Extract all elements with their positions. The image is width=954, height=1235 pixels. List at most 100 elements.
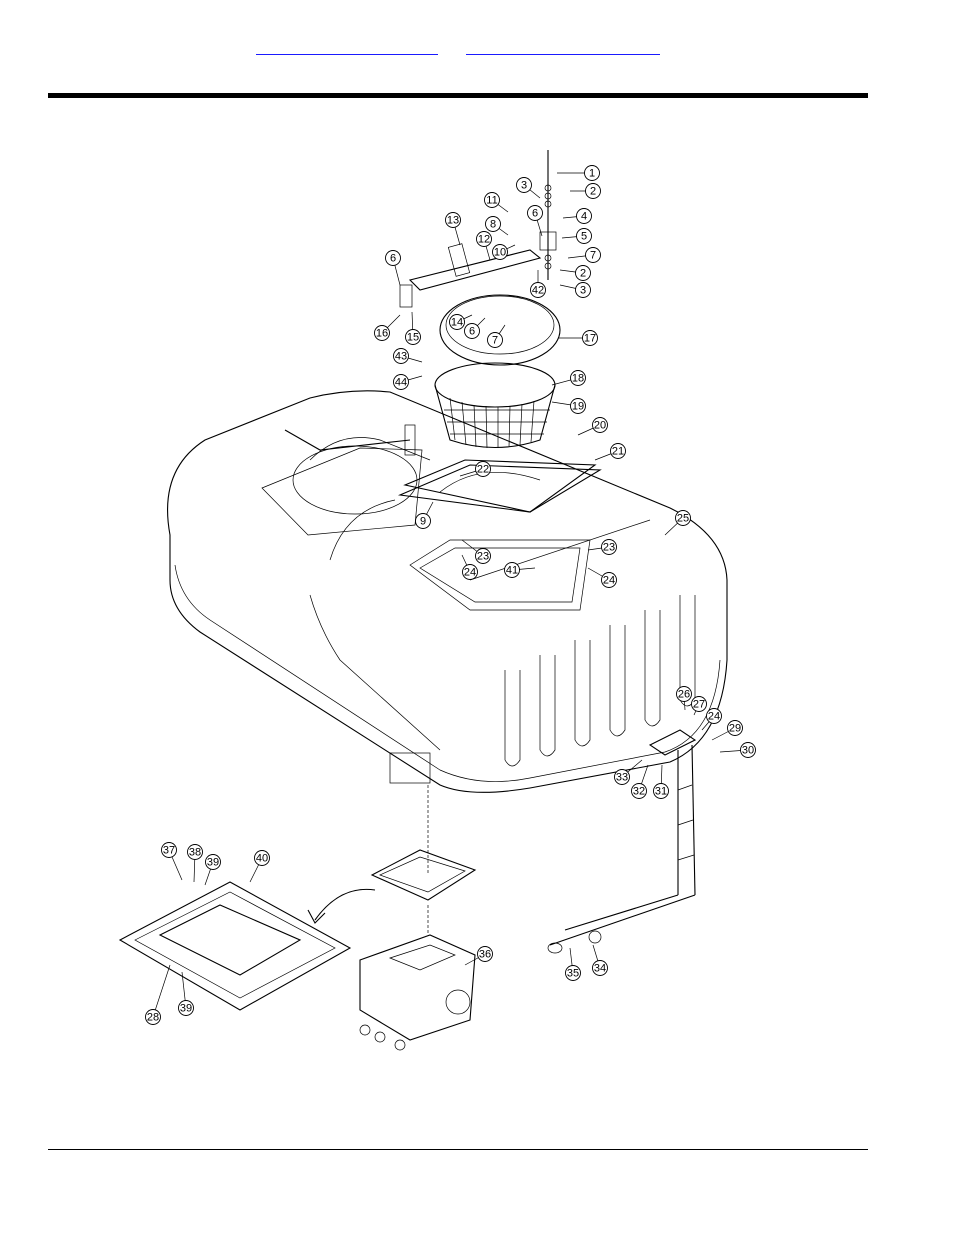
callout-24: 24 xyxy=(462,555,478,580)
callout-42: 42 xyxy=(531,270,546,298)
callout-2: 2 xyxy=(570,184,601,199)
callout-16: 16 xyxy=(375,315,401,341)
header-link-2[interactable] xyxy=(466,40,660,55)
callout-35: 35 xyxy=(566,948,581,981)
callout-7: 7 xyxy=(488,325,506,348)
callout-number: 38 xyxy=(189,847,201,859)
callout-number: 24 xyxy=(708,711,720,723)
callout-number: 32 xyxy=(633,786,645,798)
callout-number: 33 xyxy=(616,772,628,784)
callout-number: 20 xyxy=(594,420,606,432)
callout-4: 4 xyxy=(563,209,592,224)
callout-34: 34 xyxy=(593,945,608,976)
callout-number: 6 xyxy=(469,326,475,338)
callout-15: 15 xyxy=(406,312,421,345)
callout-6: 6 xyxy=(465,318,486,339)
callout-19: 19 xyxy=(552,399,586,414)
callout-number: 4 xyxy=(581,211,587,223)
callout-number: 15 xyxy=(407,332,419,344)
callout-number: 12 xyxy=(478,234,490,246)
callout-number: 25 xyxy=(677,513,689,525)
callout-44: 44 xyxy=(394,375,423,390)
callout-number: 2 xyxy=(580,268,586,280)
callout-40: 40 xyxy=(250,851,270,883)
callout-number: 29 xyxy=(729,723,741,735)
callout-number: 8 xyxy=(490,219,496,231)
callout-number: 27 xyxy=(693,699,705,711)
callout-27: 27 xyxy=(692,697,707,716)
callout-7: 7 xyxy=(568,248,601,263)
callout-28: 28 xyxy=(146,965,171,1025)
ladder-assembly xyxy=(548,730,695,953)
callout-3: 3 xyxy=(517,178,541,199)
callout-number: 16 xyxy=(376,328,388,340)
callout-number: 11 xyxy=(486,195,497,207)
callout-2: 2 xyxy=(560,266,591,281)
header-rule xyxy=(48,93,868,98)
callout-number: 36 xyxy=(479,949,491,961)
callout-number: 6 xyxy=(532,208,538,220)
callout-10: 10 xyxy=(493,245,516,260)
callout-number: 39 xyxy=(180,1003,192,1015)
callout-31: 31 xyxy=(654,765,669,799)
callout-number: 23 xyxy=(603,542,615,554)
callout-number: 39 xyxy=(207,857,219,869)
callout-number: 37 xyxy=(163,845,175,857)
callout-number: 22 xyxy=(477,464,489,476)
callout-13: 13 xyxy=(446,213,461,246)
callout-24: 24 xyxy=(588,568,617,588)
header-link-1[interactable] xyxy=(256,40,438,55)
callout-32: 32 xyxy=(632,765,649,799)
callout-24: 24 xyxy=(702,709,722,731)
callout-5: 5 xyxy=(562,229,592,244)
callout-23: 23 xyxy=(588,540,617,555)
callout-number: 18 xyxy=(572,373,584,385)
callout-leader xyxy=(153,965,170,1017)
callout-number: 41 xyxy=(506,565,518,577)
callout-23: 23 xyxy=(462,540,491,564)
callout-number: 19 xyxy=(572,401,584,413)
callout-number: 34 xyxy=(594,963,606,975)
callout-12: 12 xyxy=(477,232,492,261)
callout-number: 40 xyxy=(256,853,268,865)
callout-number: 5 xyxy=(581,231,587,243)
callout-number: 43 xyxy=(395,351,407,363)
callout-21: 21 xyxy=(595,444,626,461)
callout-number: 7 xyxy=(590,250,596,262)
callout-number: 3 xyxy=(580,285,586,297)
header-links xyxy=(0,40,954,60)
callout-number: 7 xyxy=(492,335,498,347)
callout-18: 18 xyxy=(552,371,586,386)
callout-number: 17 xyxy=(584,333,596,345)
callout-number: 9 xyxy=(420,516,426,528)
sump-assembly xyxy=(120,850,475,1050)
tank-body xyxy=(168,391,727,875)
callout-number: 2 xyxy=(590,186,596,198)
callout-number: 31 xyxy=(655,786,667,798)
callout-37: 37 xyxy=(162,843,183,881)
callout-1: 1 xyxy=(557,166,600,181)
callout-number: 30 xyxy=(742,745,754,757)
callout-number: 10 xyxy=(494,247,506,259)
callout-20: 20 xyxy=(578,418,608,436)
callout-22: 22 xyxy=(460,462,491,477)
callout-number: 42 xyxy=(532,285,544,297)
callout-number: 24 xyxy=(603,575,615,587)
callout-33: 33 xyxy=(615,760,643,785)
callout-number: 14 xyxy=(451,317,463,329)
callout-26: 26 xyxy=(677,687,692,711)
callout-11: 11 xyxy=(485,193,509,213)
callout-17: 17 xyxy=(558,331,598,346)
exploded-parts-diagram: 1234567234211810121361615146717434418192… xyxy=(110,140,765,1080)
callout-8: 8 xyxy=(486,217,509,236)
callout-30: 30 xyxy=(720,743,756,758)
callout-number: 21 xyxy=(612,446,624,458)
callout-36: 36 xyxy=(465,947,493,966)
callout-number: 26 xyxy=(678,689,690,701)
callout-number: 35 xyxy=(567,968,579,980)
callout-number: 23 xyxy=(477,551,489,563)
footer-rule xyxy=(48,1149,868,1150)
callout-41: 41 xyxy=(505,563,536,578)
callout-number: 3 xyxy=(521,180,527,192)
callout-3: 3 xyxy=(560,283,591,298)
